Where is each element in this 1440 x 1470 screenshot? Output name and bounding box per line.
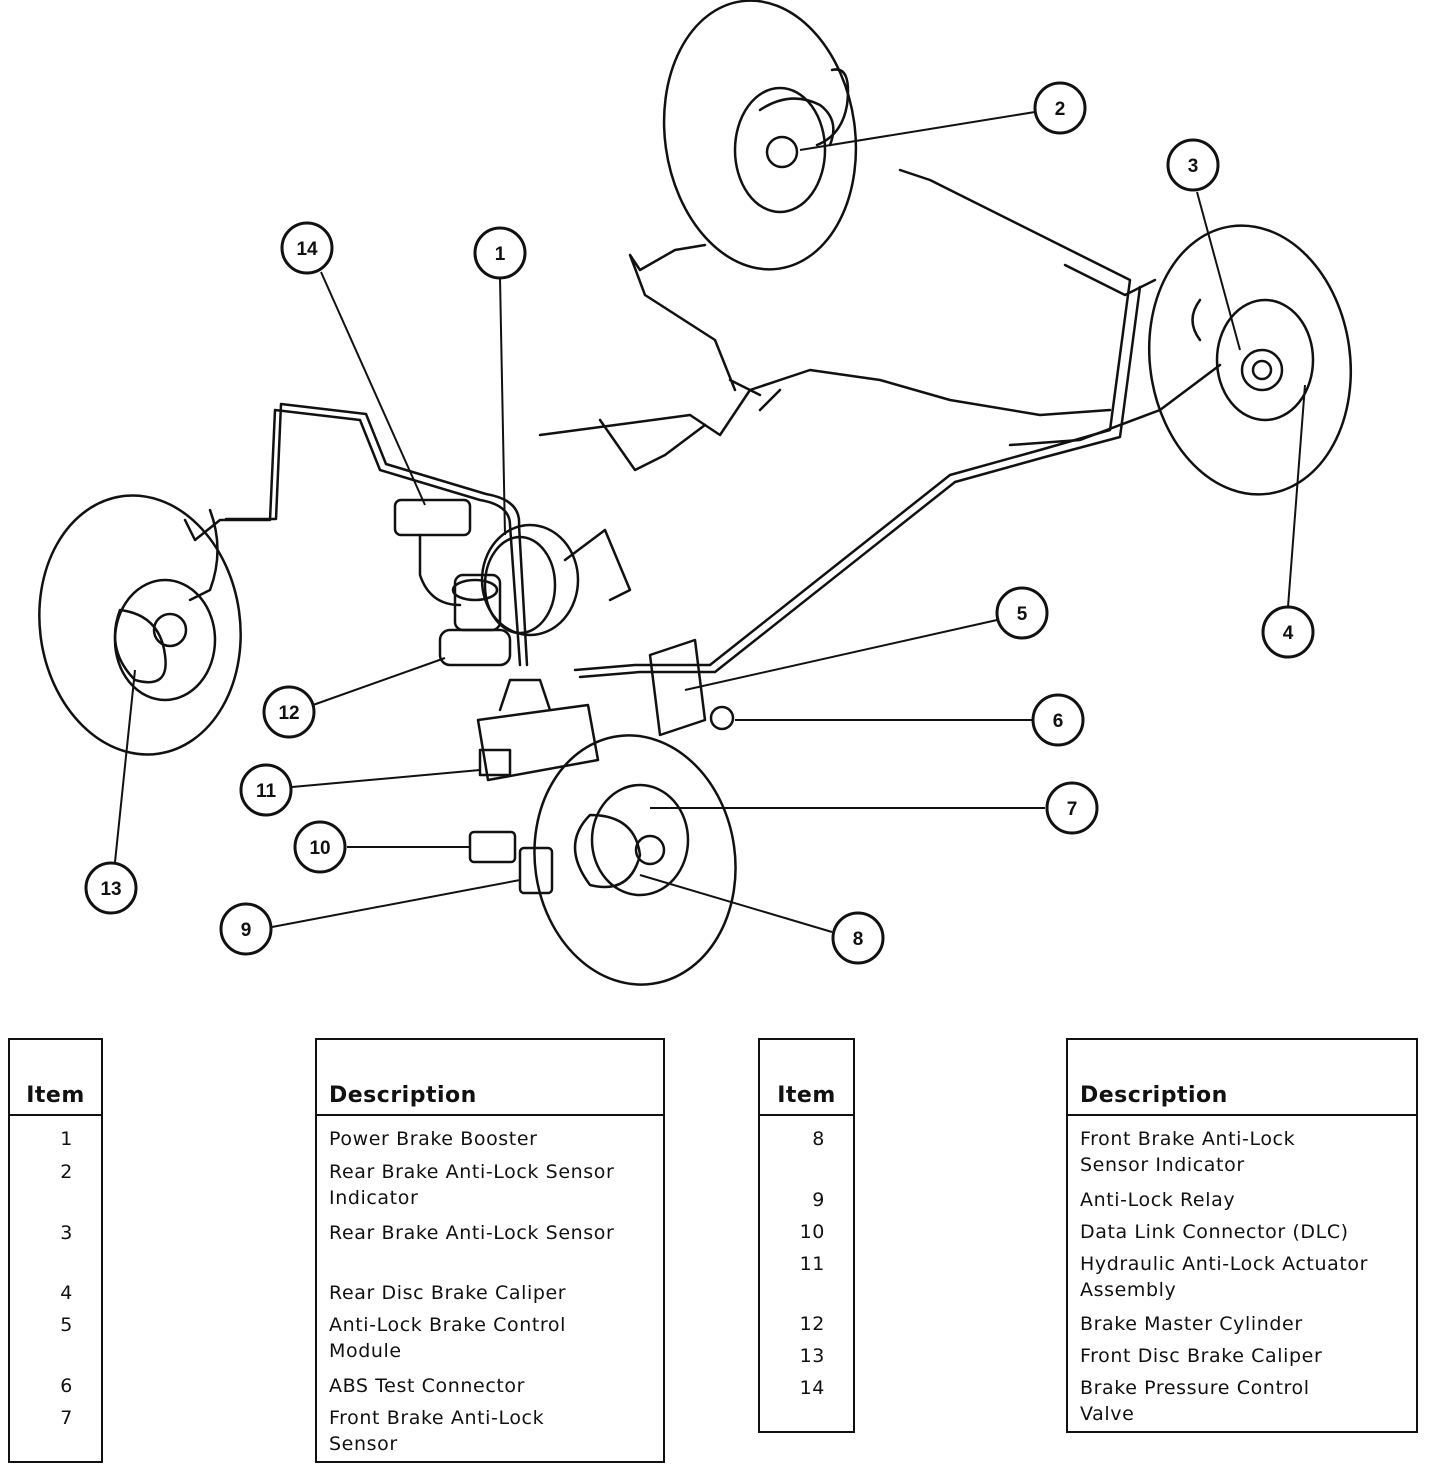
legend-item-number: 13 [799,1345,825,1367]
legend-description: Front Brake Anti-Lock Sensor Indicator [1080,1128,1296,1176]
callout-5: 5 [1017,604,1028,625]
legend-description: Data Link Connector (DLC) [1080,1221,1349,1243]
callout-8: 8 [853,929,864,950]
legend-right-description-header: Description [1080,1083,1228,1108]
legend-description: Front Disc Brake Caliper [1080,1345,1323,1367]
legend-item-number: 1 [60,1128,73,1150]
legend-item-number: 4 [60,1282,73,1304]
callout-7: 7 [1067,799,1078,820]
leader-lines [114,111,1306,933]
legend-item-number: 11 [799,1253,825,1275]
legend-left-item-column: Item 1 2 3 4 5 6 7 [8,1038,103,1463]
legend-left-item-header: Item [26,1083,85,1108]
legend-left-description-header: Description [329,1083,477,1108]
front-right-wheel [533,734,737,986]
legend-description: Hydraulic Anti-Lock Actuator Assembly [1080,1253,1369,1301]
callout-1: 1 [495,244,506,265]
legend-left-description-column: Description Power Brake Booster Rear Bra… [315,1038,665,1463]
callout-2: 2 [1055,99,1066,120]
callouts: 1 2 3 4 5 6 7 8 9 10 11 12 13 14 [84,81,1315,965]
legend-item-number: 3 [60,1222,73,1244]
hydraulic-actuator-shape [476,678,600,782]
legend-description: Brake Pressure Control Valve [1080,1377,1310,1425]
rear-right-wheel [1147,224,1353,496]
pressure-control-valve-shape [393,498,472,607]
rear-left-wheel [662,0,858,271]
legend-item-number: 9 [812,1189,825,1211]
legend-description: Brake Master Cylinder [1080,1313,1303,1335]
legend-item-number: 14 [799,1377,825,1399]
legend-item-number: 2 [60,1161,73,1183]
legend-description: Power Brake Booster [329,1128,538,1150]
legend-description: Rear Disc Brake Caliper [329,1282,567,1304]
legend-item-number: 6 [60,1375,73,1397]
callout-3: 3 [1188,156,1199,177]
front-left-wheel [38,494,242,756]
legend-item-number: 10 [799,1221,825,1243]
legend-description: ABS Test Connector [329,1375,526,1397]
callout-11: 11 [256,781,277,802]
legend-item-number: 5 [60,1314,73,1336]
legend-description: Anti-Lock Relay [1080,1189,1236,1211]
legend-item-number: 8 [812,1128,825,1150]
control-module-shape [648,638,735,737]
legend-description: Front Brake Anti-Lock Sensor [329,1407,545,1455]
callout-10: 10 [309,838,330,859]
legend-item-number: 7 [60,1407,73,1429]
dlc-shape [468,830,517,864]
callout-4: 4 [1283,623,1294,644]
callout-9: 9 [241,920,252,941]
legend-right-item-column: Item 8 9 10 11 12 13 14 [758,1038,855,1433]
master-cylinder-shape [438,573,512,667]
brake-lines [183,168,1222,679]
relay-shape [518,846,554,895]
callout-14: 14 [296,239,318,260]
legend-description: Rear Brake Anti-Lock Sensor Indicator [329,1161,615,1209]
callout-13: 13 [100,879,121,900]
legend-item-number: 12 [799,1313,825,1335]
callout-12: 12 [278,703,299,724]
power-brake-booster-shape [480,523,632,637]
legend-right-item-header: Item [777,1083,836,1108]
brake-system-diagram: 1 2 3 4 5 6 7 8 9 10 11 12 13 14 [38,0,1353,986]
legend-right-description-column: Description Front Brake Anti-Lock Sensor… [1066,1038,1418,1433]
legend-description: Rear Brake Anti-Lock Sensor [329,1222,615,1244]
callout-6: 6 [1053,711,1064,732]
legend-description: Anti-Lock Brake Control Module [329,1314,567,1362]
